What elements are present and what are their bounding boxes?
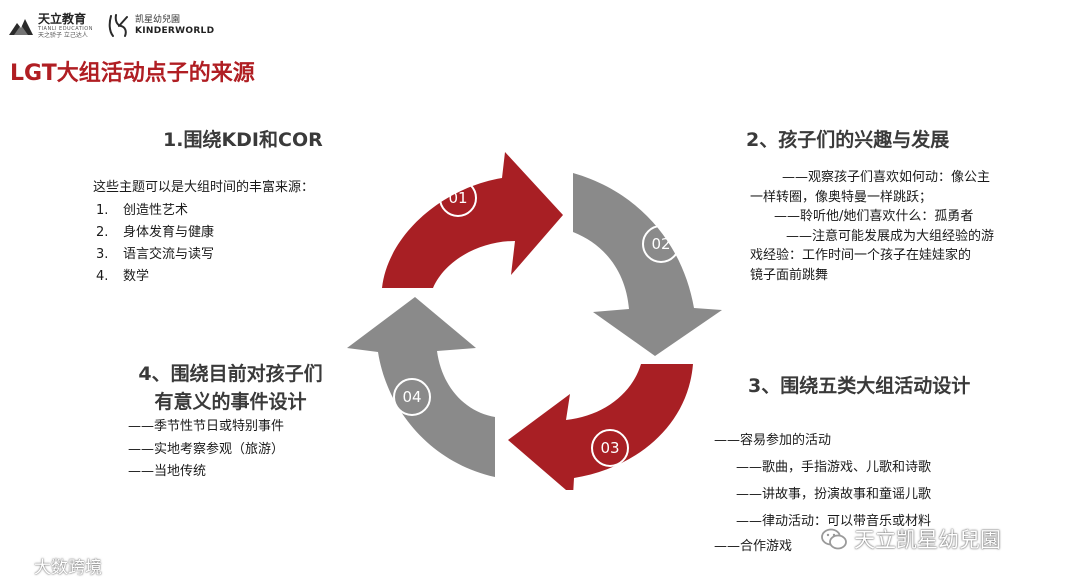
watermark-right-text: 天立凯星幼兒園 <box>854 528 1001 552</box>
section3-line: ——讲故事，扮演故事和童谣儿歌 <box>736 487 932 502</box>
section4-heading-line1: 4、围绕目前对孩子们 <box>138 363 323 385</box>
section3-line: ——歌曲，手指游戏、儿歌和诗歌 <box>736 460 932 475</box>
section2-line: ——聆听他/她们喜欢什么：孤勇者 <box>774 209 974 224</box>
kinderworld-logo: 凯星幼兒園 KINDERWORLD <box>107 13 214 39</box>
list-item: 1.创造性艺术 <box>96 203 189 218</box>
list-item: 3.语言交流与读写 <box>96 247 215 262</box>
section1-list: 1.创造性艺术 2.身体发育与健康 3.语言交流与读写 4.数学 <box>96 200 214 288</box>
section2-line: ——注意可能发展成为大组经验的游 <box>786 228 995 244</box>
step-badge-01: 01 <box>439 179 477 217</box>
chat-bubble-icon <box>7 556 29 576</box>
step-label-02: 02 <box>651 235 670 253</box>
tianli-motto: 天之骄子 立己达人 <box>38 32 88 39</box>
cycle-diagram: 01 02 03 04 <box>347 152 722 490</box>
header-logos: 天立教育 TIANLI EDUCATION 天之骄子 立己达人 凯星幼兒園 KI… <box>8 6 214 46</box>
watermark-left: 大数跨境 <box>6 553 102 578</box>
section4-heading-line2: 有意义的事件设计 <box>154 391 307 413</box>
step-badge-02: 02 <box>642 225 680 263</box>
kinderworld-emblem-icon <box>108 14 128 37</box>
section3-line: ——律动活动：可以带音乐或材料 <box>736 514 932 529</box>
page-title: LGT大组活动点子的来源 <box>10 61 255 86</box>
section4-line: ——实地考察参观（旅游） <box>128 441 285 457</box>
cycle-arrow-04 <box>347 297 495 477</box>
section2-line: 戏经验：工作时间一个孩子在娃娃家的 <box>750 248 972 263</box>
watermark-right: 天立凯星幼兒園 <box>820 524 1001 554</box>
kinderworld-name: 凯星幼兒園 <box>134 15 180 25</box>
step-badge-04: 04 <box>393 378 431 416</box>
cycle-arrow-03 <box>508 364 693 490</box>
section3-line: ——合作游戏 <box>714 539 793 554</box>
section3-line: ——容易参加的活动 <box>714 433 832 448</box>
list-item: 2.身体发育与健康 <box>96 225 215 240</box>
section4-line: ——当地传统 <box>128 464 207 479</box>
section4-heading: 4、围绕目前对孩子们 有意义的事件设计 <box>113 360 348 416</box>
wechat-icon <box>821 528 847 550</box>
kinderworld-en: KINDERWORLD <box>134 26 215 36</box>
section2-line: 镜子面前跳舞 <box>750 267 829 283</box>
cycle-arrow-02 <box>573 173 722 356</box>
cycle-arrow-01 <box>382 152 563 288</box>
step-label-01: 01 <box>448 189 467 207</box>
tianli-en: TIANLI EDUCATION <box>38 26 93 32</box>
step-label-04: 04 <box>402 388 421 406</box>
section1-heading: 1.围绕KDI和COR <box>163 129 323 151</box>
section2-heading: 2、孩子们的兴趣与发展 <box>746 129 950 151</box>
section1-intro: 这些主题可以是大组时间的丰富来源： <box>93 180 315 195</box>
section4-body: ——季节性节日或特别事件 ——实地考察参观（旅游） ——当地传统 <box>128 416 284 484</box>
section2-line: ——观察孩子们喜欢如何动：像公主 <box>782 170 991 185</box>
section2-body: ——观察孩子们喜欢如何动：像公主 一样转圈，像奥特曼一样跳跃； ——聆听他/她们… <box>750 168 1015 285</box>
watermark-left-text: 大数跨境 <box>34 558 102 578</box>
section3-heading: 3、围绕五类大组活动设计 <box>748 375 971 397</box>
step-badge-03: 03 <box>591 429 629 467</box>
tianli-name: 天立教育 <box>38 12 87 26</box>
step-label-03: 03 <box>600 439 619 457</box>
section4-line: ——季节性节日或特别事件 <box>128 419 285 434</box>
section2-line: 一样转圈，像奥特曼一样跳跃； <box>750 189 933 205</box>
tianli-logo: 天立教育 TIANLI EDUCATION 天之骄子 立己达人 <box>8 13 93 39</box>
tianli-mountain-icon <box>9 19 33 35</box>
list-item: 4.数学 <box>96 269 150 284</box>
